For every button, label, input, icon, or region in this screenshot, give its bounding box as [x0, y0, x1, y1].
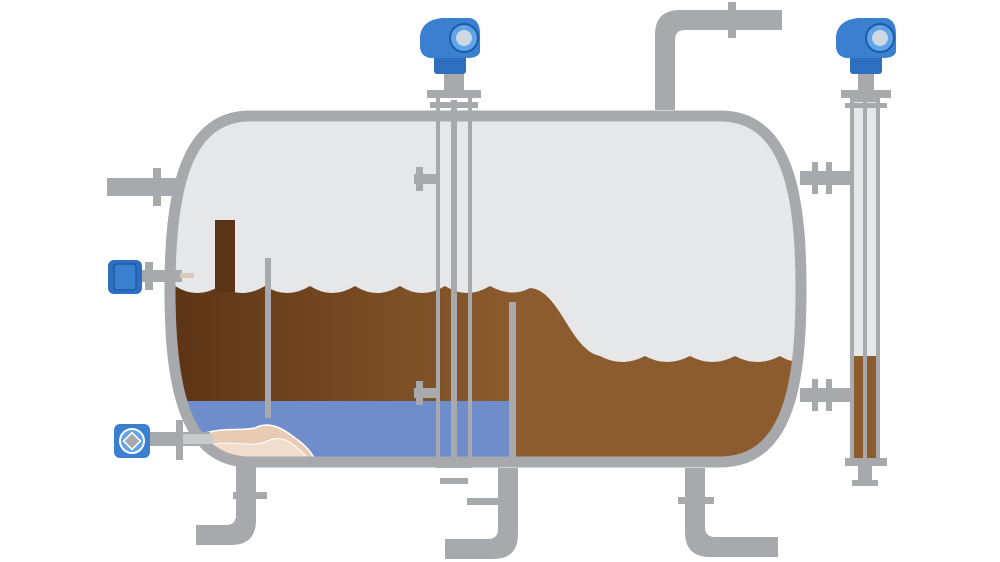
inlet-baffle [265, 258, 271, 418]
inlet-stream [215, 220, 235, 292]
level-transmitter-icon[interactable] [420, 18, 480, 74]
side-level-transmitter-icon[interactable] [108, 260, 194, 294]
pressure-transmitter-icon[interactable] [114, 420, 213, 460]
vessel-contents [170, 116, 801, 462]
weir-plate [509, 302, 516, 460]
external-level-chamber [841, 72, 891, 486]
level-transmitter-icon[interactable] [836, 18, 896, 74]
drain-pipe-left [196, 466, 256, 545]
gas-outlet-pipe [655, 10, 782, 110]
drain-pipe-right [685, 468, 778, 557]
drain-pipe-center [445, 468, 518, 559]
vessel-shell [164, 110, 807, 468]
guided-wave-radar-probe [414, 72, 481, 484]
